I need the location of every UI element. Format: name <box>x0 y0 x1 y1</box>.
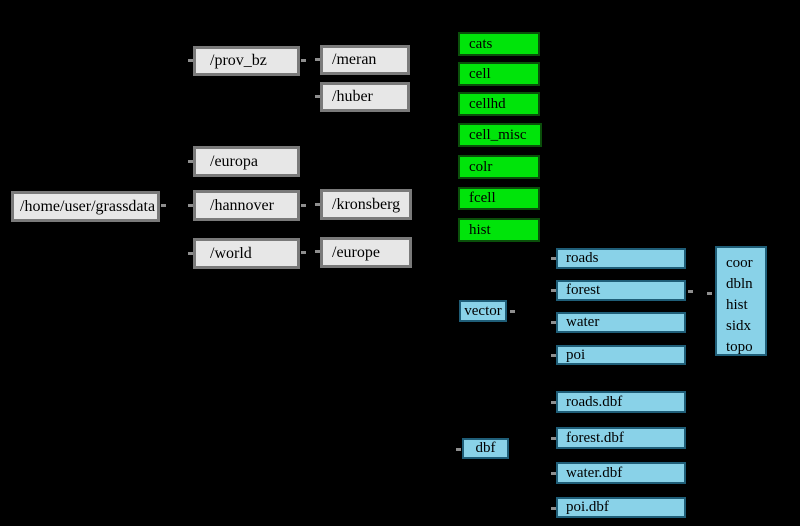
connector-stub <box>551 354 556 357</box>
connector-stub <box>315 250 320 253</box>
node-grassdata: /home/user/grassdata <box>11 191 160 222</box>
node-label: forest <box>566 282 601 298</box>
connector-stub <box>551 437 556 440</box>
node-colr: colr <box>458 155 540 179</box>
connector-stub <box>551 321 556 324</box>
node-kronsberg: /kronsberg <box>320 189 412 220</box>
node-label: dbf <box>475 440 496 456</box>
node-hannover: /hannover <box>193 190 300 221</box>
connector-stub <box>551 257 556 260</box>
node-label: /home/user/grassdata <box>20 197 156 215</box>
node-poi-dbf: poi.dbf <box>556 497 686 518</box>
node-hist: hist <box>458 218 540 242</box>
connector-stub <box>188 160 193 163</box>
node-roads: roads <box>556 248 686 269</box>
node-label: vector <box>464 302 502 319</box>
node-label: cell_misc <box>469 126 527 143</box>
node-label: roads <box>566 250 599 266</box>
node-cell-misc: cell_misc <box>458 123 542 147</box>
node-label: poi <box>566 346 586 363</box>
node-dbf: dbf <box>462 438 509 459</box>
node-poi: poi <box>556 345 686 365</box>
node-prov-bz: /prov_bz <box>193 46 300 76</box>
node-label: colr <box>469 158 493 175</box>
node-label: /kronsberg <box>332 195 401 213</box>
node-cell: cell <box>458 62 540 86</box>
node-label: water <box>566 314 600 330</box>
connector-stub <box>188 204 193 207</box>
node-label: /prov_bz <box>210 52 267 69</box>
node-label: hist <box>469 221 491 238</box>
node-label: /europa <box>210 152 258 170</box>
node-europa: /europa <box>193 146 300 177</box>
connector-stub <box>551 289 556 292</box>
node-water: water <box>556 312 686 333</box>
connector-stub <box>551 401 556 404</box>
node-label: /world <box>210 244 252 262</box>
file-entry-sidx: sidx <box>726 318 752 334</box>
node-cellhd: cellhd <box>458 92 540 116</box>
node-label: cell <box>469 65 491 82</box>
node-forest-dbf: forest.dbf <box>556 427 686 449</box>
connector-stub <box>301 251 306 254</box>
node-label: /europe <box>332 243 380 261</box>
node-label: poi.dbf <box>566 499 609 515</box>
file-entry-coor: coor <box>726 255 753 271</box>
connector-stub <box>315 203 320 206</box>
node-huber: /huber <box>320 82 410 112</box>
connector-stub <box>456 448 461 451</box>
connector-stub <box>315 95 320 98</box>
connector-stub <box>707 292 712 295</box>
file-entry-hist: hist <box>726 297 748 313</box>
connector-stub <box>188 59 193 62</box>
node-label: water.dbf <box>566 464 623 481</box>
node-label: /hannover <box>210 196 274 214</box>
file-entry-dbln: dbln <box>726 276 753 292</box>
node-label: forest.dbf <box>566 429 624 446</box>
connector-stub <box>301 204 306 207</box>
connector-stub <box>510 310 515 313</box>
connector-stub <box>551 472 556 475</box>
node-world: /world <box>193 238 300 269</box>
connector-stub <box>315 58 320 61</box>
node-forest: forest <box>556 280 686 301</box>
node-cats: cats <box>458 32 540 56</box>
connector-stub <box>688 290 693 293</box>
node-vector: vector <box>459 300 507 322</box>
node-roads-dbf: roads.dbf <box>556 391 686 413</box>
connector-stub <box>161 204 166 207</box>
node-water-dbf: water.dbf <box>556 462 686 484</box>
connector-stub <box>301 59 306 62</box>
node-label: /huber <box>332 88 373 105</box>
node-label: cats <box>469 35 493 52</box>
node-meran: /meran <box>320 45 410 75</box>
node-fcell: fcell <box>458 187 540 210</box>
connector-stub <box>188 252 193 255</box>
connector-stub <box>551 507 556 510</box>
file-entry-topo: topo <box>726 339 753 355</box>
node-europe: /europe <box>320 237 412 268</box>
vector-map-files-box: coor dbln hist sidx topo <box>715 246 767 356</box>
node-label: fcell <box>469 190 496 206</box>
node-label: cellhd <box>469 95 506 112</box>
node-label: roads.dbf <box>566 393 623 410</box>
node-label: /meran <box>332 51 377 68</box>
